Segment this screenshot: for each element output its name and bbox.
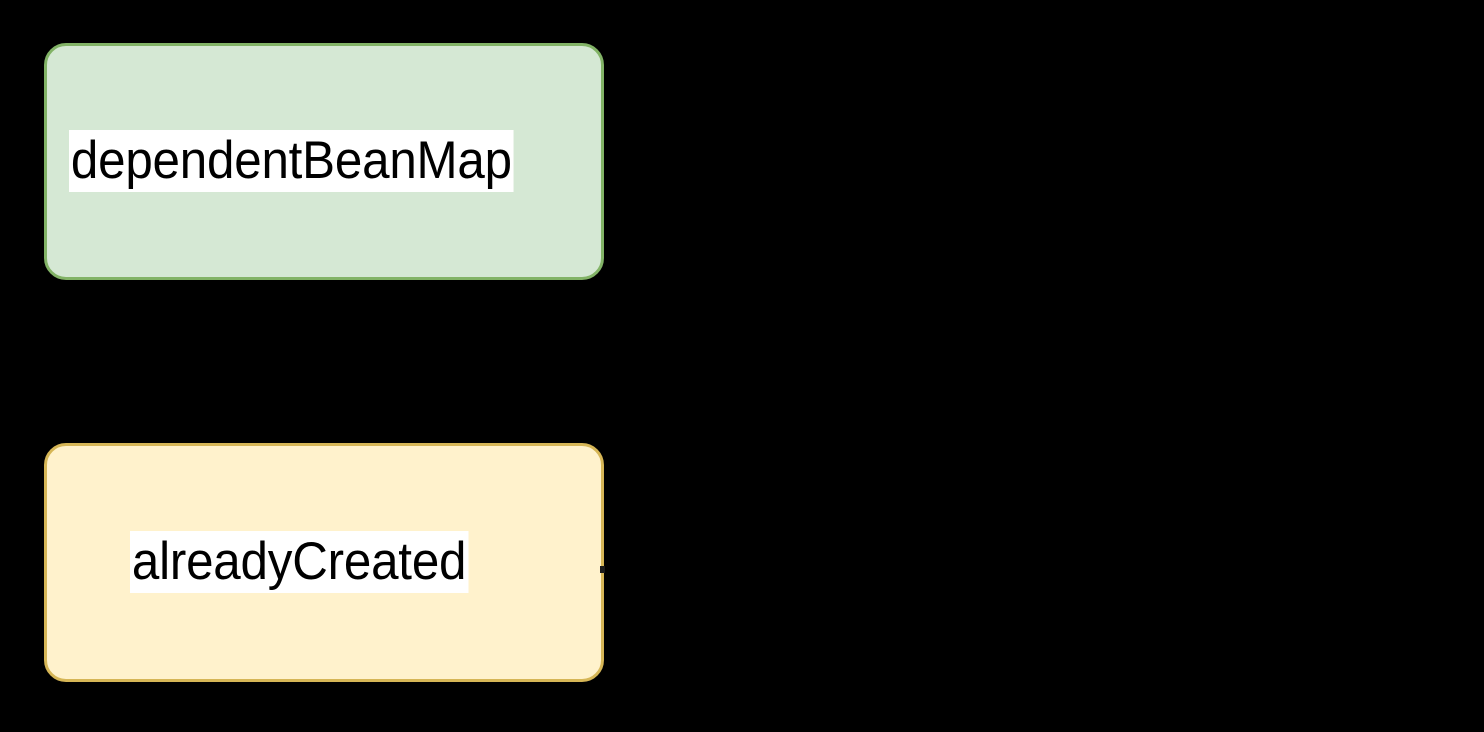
node-dependent-bean-map[interactable]: dependentBeanMap <box>44 43 604 280</box>
edge-connector-stub-icon <box>600 566 605 573</box>
node-already-created[interactable]: alreadyCreated <box>44 443 604 682</box>
node-dependent-bean-map-label: dependentBeanMap <box>69 130 514 192</box>
node-already-created-label: alreadyCreated <box>130 531 469 593</box>
